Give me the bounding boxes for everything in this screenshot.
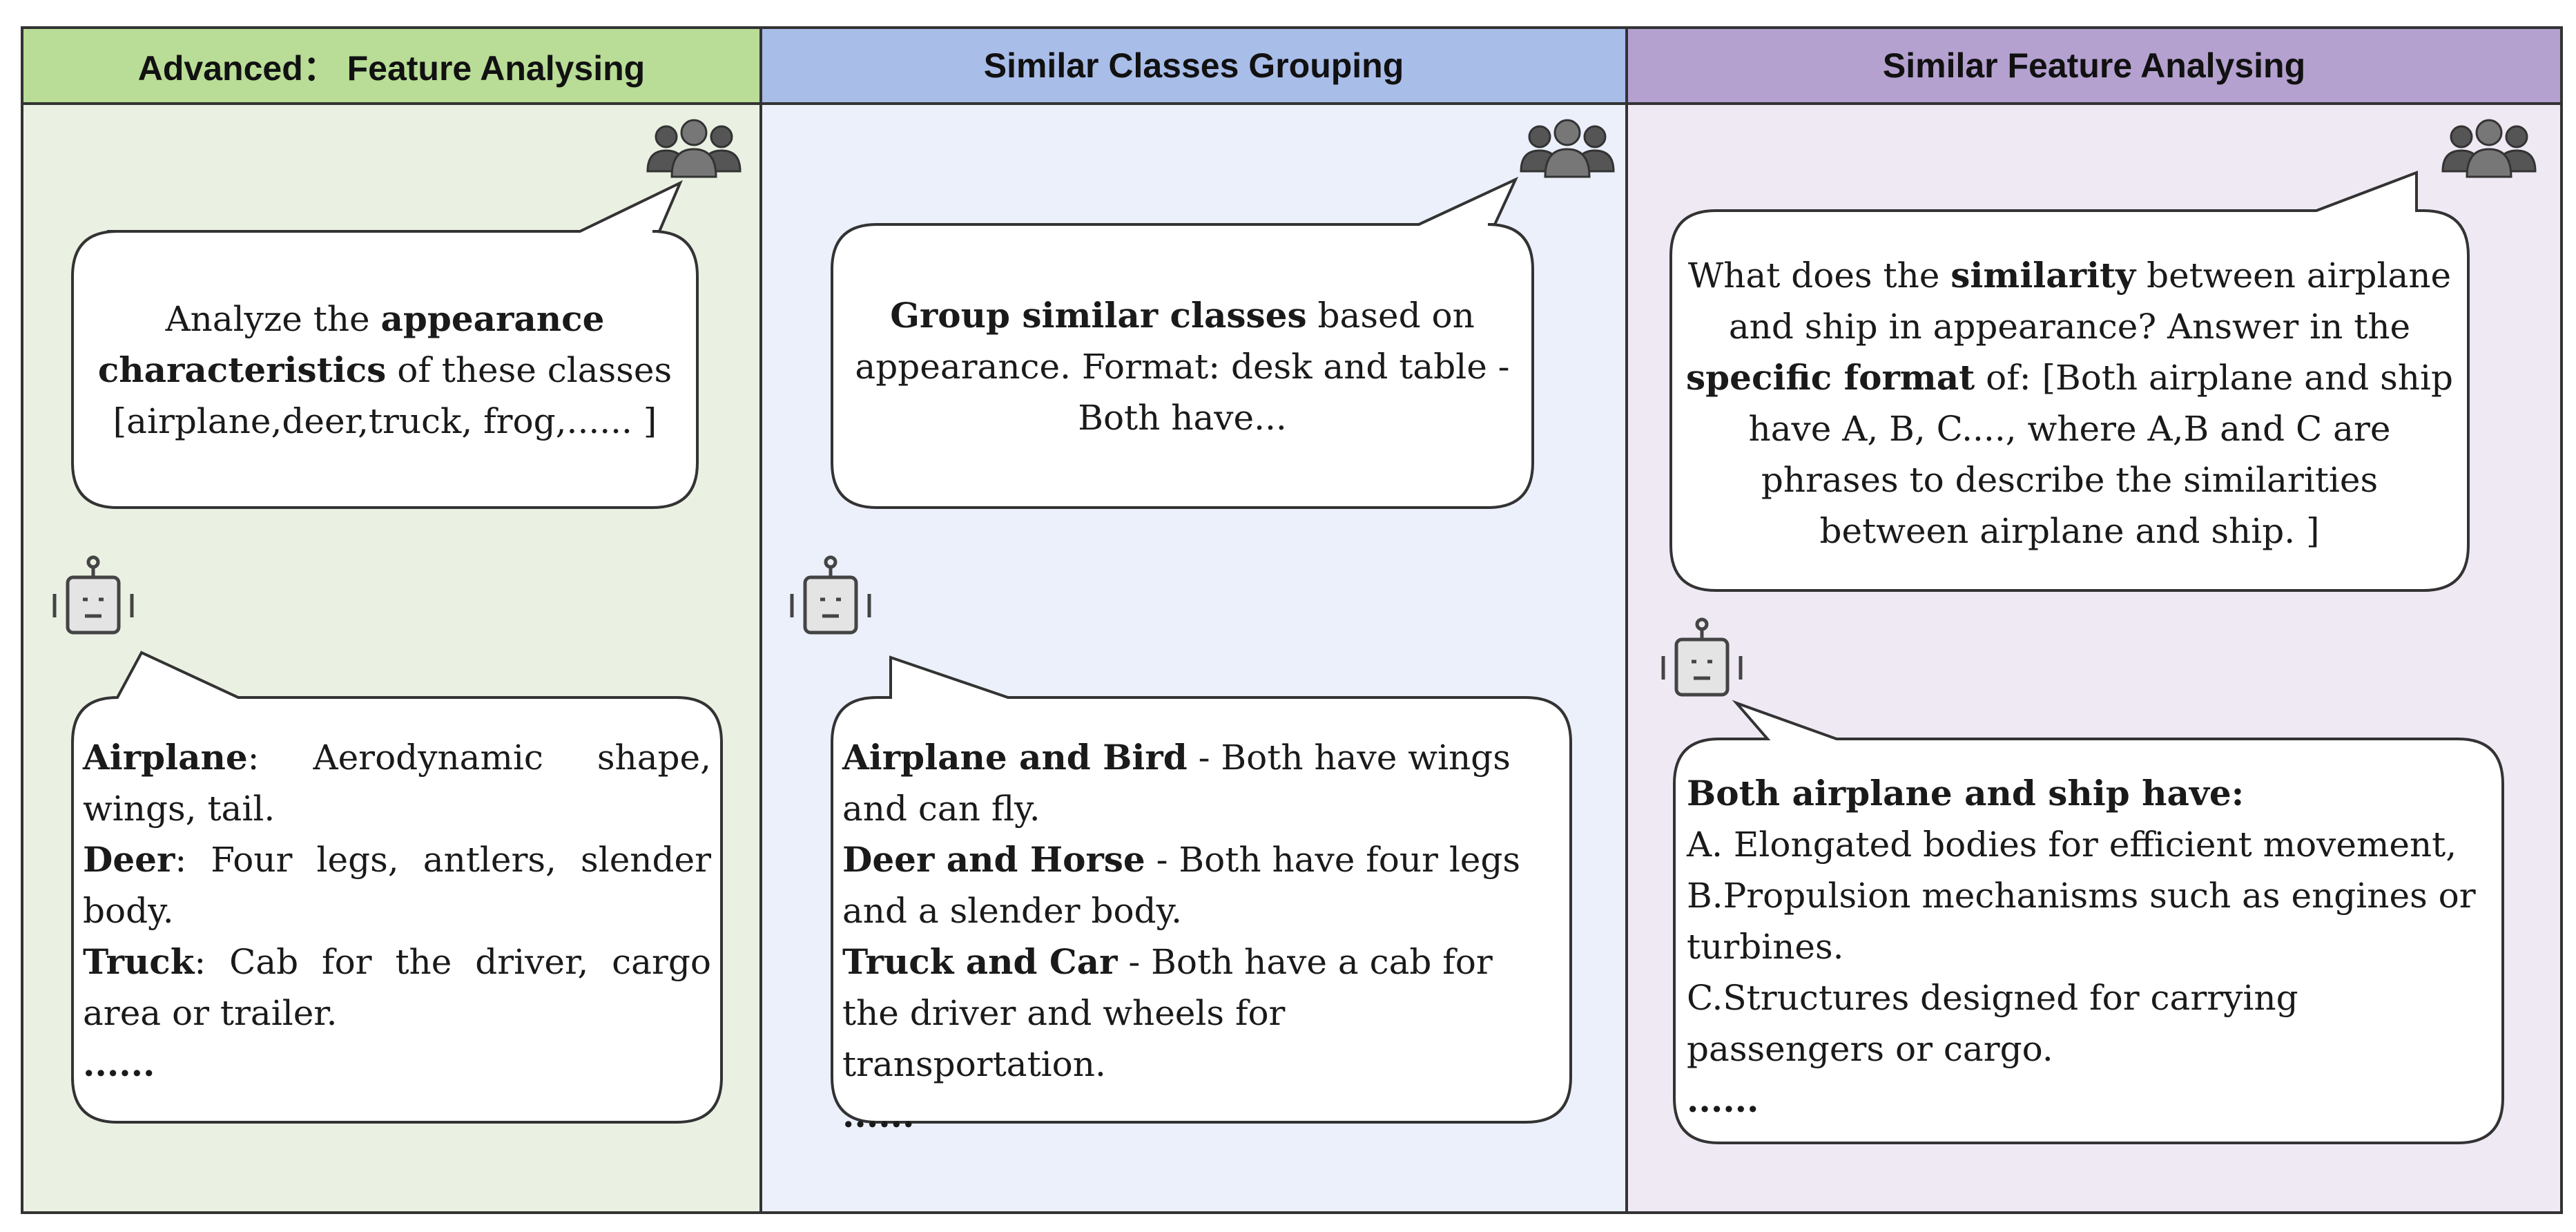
question-text: What does the similarity between airplan… [1686, 255, 2453, 551]
users-group-icon [646, 119, 742, 178]
question-text: Analyze the appearance characteristics o… [97, 298, 672, 441]
robot-icon [790, 555, 871, 635]
users-group-icon [2441, 119, 2537, 178]
answer-line: ...... [83, 1043, 155, 1084]
robot-icon [52, 555, 134, 635]
question-text: Group similar classes based on appearanc… [855, 295, 1510, 438]
answer-text: Both airplane and ship have: A. Elongate… [1687, 768, 2491, 1126]
answer-line: A. Elongated bodies for efficient moveme… [1687, 825, 2457, 865]
answer-line: ...... [1687, 1079, 1759, 1120]
answer-text: Airplane and Bird - Both have wings and … [842, 732, 1553, 1141]
panel-header: Similar Feature Analysing [1628, 29, 2560, 105]
answer-bubble [831, 655, 1572, 1124]
answer-heading: Both airplane and ship have: [1687, 773, 2245, 814]
answer-text: Airplane: Aerodynamic shape, wings, tail… [83, 732, 711, 1090]
question-bubble [831, 176, 1534, 509]
robot-icon [1661, 617, 1743, 697]
answer-line: ...... [842, 1095, 915, 1135]
panel-title: Advanced： Feature Analysing [137, 49, 646, 88]
question-bubble [1669, 171, 2470, 592]
answer-line: Truck and Car - Both have a cab for the … [842, 941, 1493, 1084]
answer-bubble [71, 651, 723, 1124]
answer-line: Deer: Four legs, antlers, slender body. [83, 839, 711, 931]
users-group-icon [1520, 119, 1615, 178]
answer-line: Airplane: Aerodynamic shape, wings, tail… [83, 737, 711, 829]
panel-title: Similar Classes Grouping [983, 46, 1404, 85]
answer-line: Truck: Cab for the driver, cargo area or… [83, 941, 711, 1033]
answer-line: B.Propulsion mechanisms such as engines … [1687, 876, 2476, 967]
answer-bubble [1673, 700, 2504, 1144]
answer-line: C.Structures designed for carrying passe… [1687, 978, 2298, 1069]
panel-header: Similar Classes Grouping [762, 29, 1625, 105]
answer-line: Deer and Horse - Both have four legs and… [842, 839, 1521, 931]
question-bubble [71, 180, 699, 509]
panel-header: Advanced： Feature Analysing [23, 29, 759, 105]
panel-title: Similar Feature Analysing [1882, 46, 2306, 85]
answer-line: Airplane and Bird - Both have wings and … [842, 737, 1511, 829]
